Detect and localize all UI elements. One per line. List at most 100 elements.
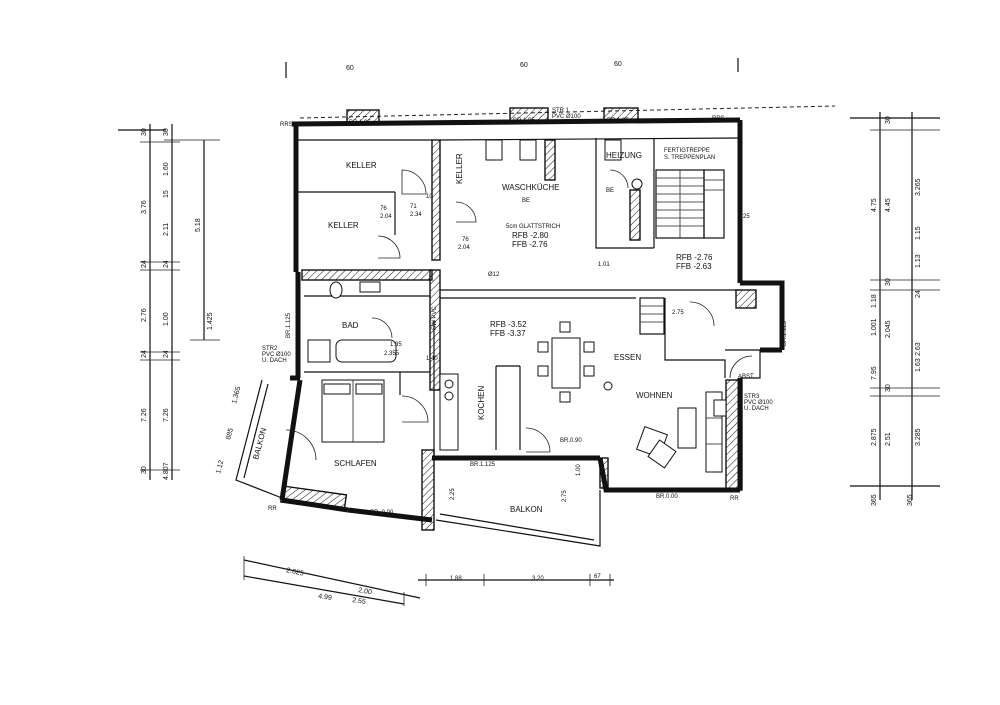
note-str1-a: STR 1 <box>552 108 570 114</box>
right-col-c-dim-1: 1.13 <box>915 254 922 268</box>
inner-dim-5: 2.04 <box>380 214 392 220</box>
furniture <box>307 139 727 473</box>
right-col-a-dim-4: 2.875 <box>871 428 878 446</box>
opening-br-0-00-left: BR. 0.00 <box>370 510 394 516</box>
right-col-a-dim-2: 1.001 <box>871 318 878 336</box>
room-labels: KELLER KELLER KELLER WASCHKÜCHE HEIZUNG … <box>251 151 755 514</box>
inner-dim-10: 2.75 <box>562 490 568 502</box>
left-col-b-dim-3: 2.11 <box>163 223 170 236</box>
note-str1-c: U. DACH <box>552 120 577 126</box>
inner-dim-7: 2.355 <box>384 351 400 357</box>
room-schlafen: SCHLAFEN <box>334 459 377 468</box>
inner-dim-1: 2.04 <box>458 245 470 251</box>
left-col-b-dim-1: 1.60 <box>163 162 170 176</box>
opening-br-top2: BR.1.95 <box>513 118 535 124</box>
note-rr-right: RR <box>730 496 739 502</box>
note-str3-c: U. DACH <box>744 406 769 412</box>
room-balkon-side: BALKON <box>251 427 268 461</box>
bottom-mid-dim-0: 1.88 <box>450 576 462 582</box>
inner-dim-4: 76 <box>380 206 387 212</box>
bottom-left-dim-1: 2.00 <box>358 587 373 596</box>
note-glattstrich: 5cm GLATTSTRICH <box>506 224 560 230</box>
right-col-a-dim-3: 7.95 <box>871 366 878 380</box>
opening-br-0-90: BR.0.90 <box>560 438 582 444</box>
room-waschkueche: WASCHKÜCHE <box>502 183 559 192</box>
left-col-c-dim-1: 1.425 <box>207 312 214 330</box>
left-col-a-dim-1: 3.76 <box>141 200 148 214</box>
bottom-dimension-chains: 2.625 2.00 4.99 2.55 1.88 3.20 67 <box>243 556 614 606</box>
note-rrs-right: RRS <box>712 116 725 122</box>
left-angle-dim-2: 885 <box>225 427 235 440</box>
right-col-c-dim-4: 2.63 <box>915 342 922 356</box>
plan-notes: FERTIGTREPPE S. TREPPENPLAN 5cm GLATTSTR… <box>262 108 773 512</box>
inner-dim-15: 1.25 <box>738 214 750 220</box>
note-fertigtreppe-2: S. TREPPENPLAN <box>664 155 715 161</box>
opening-br-top3: BR.1.95 <box>607 118 629 124</box>
note-ffb-stair: FFB -2.63 <box>676 262 712 271</box>
balconies <box>235 379 601 547</box>
note-str3-a: STR3 <box>744 394 760 400</box>
bottom-left-dim-0: 2.625 <box>286 567 305 578</box>
room-bad: BAD <box>342 321 359 330</box>
opening-br-0-00-right: BR.0.00 <box>656 494 678 500</box>
left-col-a-dim-5: 7.26 <box>141 408 148 422</box>
left-angle-dim-0: 1.365 <box>231 386 242 405</box>
right-col-b-dim-0: 30 <box>885 116 892 124</box>
note-str1-b: PVC Ø100 <box>552 114 581 120</box>
right-col-b-dim-1: 4.45 <box>885 198 892 212</box>
top-dim-60c: 60 <box>614 61 622 68</box>
inner-dim-2: 1.01 <box>598 262 610 268</box>
left-col-b-dim-7: 7.26 <box>163 408 170 422</box>
left-col-b-dim-2: 15 <box>163 190 170 198</box>
bottom-mid-dim-2: 67 <box>594 574 601 580</box>
inner-dim-12: 71 <box>410 204 417 210</box>
note-be-1: BE <box>522 198 530 204</box>
right-col-c-dim-3: 24 <box>915 290 922 298</box>
opening-br-balkon: BR.1.125 <box>470 462 496 468</box>
door-swings <box>285 169 753 461</box>
left-col-a-dim-2: 24 <box>141 260 148 268</box>
inner-dim-13: 2.34 <box>410 212 422 218</box>
note-rrs-left: RRS <box>280 122 293 128</box>
left-col-a-dim-3: 2.76 <box>141 308 148 322</box>
right-col-b-dim-6: 365 <box>907 494 914 506</box>
left-col-a-dim-6: 30 <box>141 466 148 474</box>
top-dim-60a: 60 <box>346 65 354 72</box>
right-col-a-dim-0: 4.75 <box>871 198 878 212</box>
inner-dim-9: 2.25 <box>450 488 456 500</box>
note-d12: Ø12 <box>488 272 500 278</box>
right-col-b-dim-3: 2.045 <box>885 320 892 338</box>
bottom-left-dim-3: 2.55 <box>352 597 367 606</box>
bottom-mid-dim-1: 3.20 <box>532 576 544 582</box>
left-col-b-dim-0: 30 <box>163 128 170 136</box>
note-str3-b: PVC Ø100 <box>744 400 773 406</box>
opening-labels: BR.1.95 BR.1.95 BR.1.95 BR.1.125 BR.1.12… <box>286 118 788 516</box>
opening-br-right: BR.1.125 <box>782 320 788 346</box>
inner-dim-0: 76 <box>462 237 469 243</box>
bottom-left-dim-2: 4.99 <box>318 593 333 602</box>
left-col-a-dim-0: 30 <box>141 128 148 136</box>
inner-dim-3: 2.75 <box>672 310 684 316</box>
note-rfb-main: RFB -3.52 <box>490 320 527 329</box>
left-col-b-dim-5: 1.00 <box>163 312 170 326</box>
opening-br-left: BR.1.125 <box>286 312 292 338</box>
right-col-c-dim-0: 3.265 <box>915 178 922 196</box>
hatched-columns <box>279 107 757 531</box>
inner-dim-14: 10 <box>426 194 433 200</box>
right-col-b-dim-5: 2.51 <box>885 432 892 446</box>
room-abst: ABST. <box>738 374 755 380</box>
left-col-b-dim-4: 24 <box>163 260 170 268</box>
right-col-c-dim-2: 1.15 <box>915 226 922 240</box>
top-marks: 60 60 60 <box>285 58 836 119</box>
stairs <box>639 169 725 335</box>
note-str2-b: PVC Ø100 <box>262 352 291 358</box>
right-col-a-dim-5: 365 <box>871 494 878 506</box>
inner-dim-8: 1.40 <box>426 356 438 362</box>
left-col-b-dim-8: 4.807 <box>163 462 170 480</box>
right-col-a-dim-1: 1.18 <box>871 294 878 308</box>
note-ffb-wasch: FFB -2.76 <box>512 240 548 249</box>
